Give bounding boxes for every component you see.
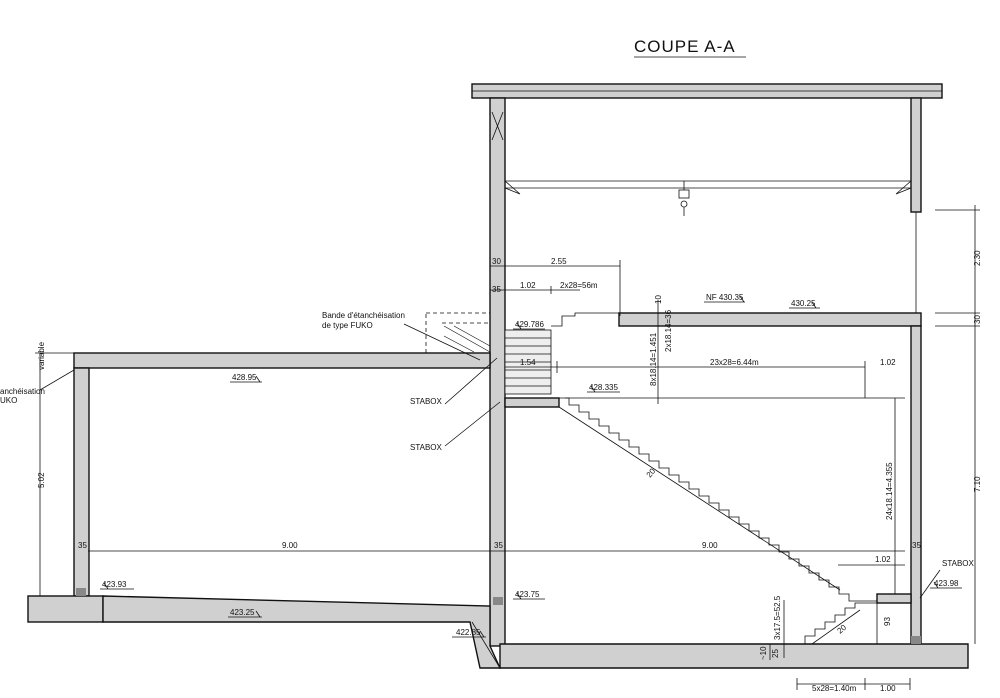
main-stair-soffit bbox=[558, 406, 841, 591]
level-basement-floor: 422.85 bbox=[456, 628, 481, 637]
main-stair-steps bbox=[559, 397, 881, 602]
left-cut-variable: variable bbox=[37, 341, 46, 370]
leader-lines bbox=[39, 323, 941, 599]
left-cut-label-line1: anchéisation bbox=[0, 387, 45, 396]
parapet-outline bbox=[425, 312, 491, 354]
footing-markers bbox=[76, 588, 921, 644]
dim-710: 7.10 bbox=[973, 476, 982, 492]
dim-10-low: ~10 bbox=[759, 646, 768, 660]
dim-102-mid: 1.02 bbox=[880, 358, 896, 367]
dim-102-low: 1.02 bbox=[875, 555, 891, 564]
dim-255: 2.55 bbox=[551, 257, 567, 266]
parapet-hatch bbox=[443, 325, 491, 353]
level-floor-right: 430.25 bbox=[791, 299, 816, 308]
bottom-landing bbox=[876, 593, 912, 604]
stabox-upper-label: STABOX bbox=[410, 397, 443, 406]
bande-label-line2: de type FUKO bbox=[322, 321, 373, 330]
beam-bracket-left bbox=[504, 180, 521, 195]
stabox-right-label: STABOX bbox=[942, 559, 975, 568]
dim-35-right: 35 bbox=[912, 541, 921, 550]
dim-24x18: 24x18.14=4.355 bbox=[885, 462, 894, 520]
dim-900-right: 9.00 bbox=[702, 541, 718, 550]
dim-230: 2.30 bbox=[973, 250, 982, 266]
mid-landing-slab bbox=[504, 397, 560, 408]
left-cut-label-line2: UKO bbox=[0, 396, 17, 405]
dim-25: 25 bbox=[771, 649, 780, 658]
dim-102-top: 1.02 bbox=[520, 281, 536, 290]
level-nf: NF 430.35 bbox=[706, 293, 744, 302]
drawing-title: COUPE A-A bbox=[634, 37, 736, 56]
level-markers bbox=[100, 295, 962, 638]
level-garage-floor-left: 423.93 bbox=[102, 580, 127, 589]
garage-left-footing bbox=[27, 595, 104, 623]
dim-2x18: 2x18.14=36 bbox=[664, 309, 673, 352]
dim-30-right: 30 bbox=[973, 315, 982, 324]
lower-stair-steps bbox=[804, 602, 877, 644]
garage-roof-slab bbox=[73, 352, 491, 369]
level-garage-slope: 423.25 bbox=[230, 608, 255, 617]
dim-3x17: 3x17.5=52.5 bbox=[773, 595, 782, 640]
garage-floor-slab bbox=[102, 595, 502, 669]
dim-30-top: 30 bbox=[492, 257, 501, 266]
dimension-lines bbox=[35, 205, 980, 690]
basement-floor-slab bbox=[499, 643, 969, 669]
dim-154: 1.54 bbox=[520, 358, 536, 367]
lower-stair-soffit bbox=[811, 609, 861, 645]
dim-502: 5.02 bbox=[37, 472, 46, 488]
right-upper-post bbox=[910, 97, 922, 213]
garage-left-wall bbox=[73, 367, 90, 597]
basement-right-wall bbox=[910, 325, 922, 645]
stabox-lower-label: STABOX bbox=[410, 443, 443, 452]
level-upper-landing: 429.786 bbox=[515, 320, 544, 329]
bande-label-line1: Bande d'étanchéisation bbox=[322, 311, 405, 320]
central-wall bbox=[489, 97, 506, 647]
ground-step-left bbox=[471, 621, 501, 669]
dim-900-left: 9.00 bbox=[282, 541, 298, 550]
dim-35-top: 35 bbox=[492, 285, 501, 294]
upper-floor-slab bbox=[618, 312, 922, 327]
level-garage-floor-right: 423.75 bbox=[515, 590, 540, 599]
entry-stair bbox=[504, 312, 619, 395]
dim-8x18: 8x18.14=1.451 bbox=[649, 332, 658, 386]
dim-93: 93 bbox=[883, 617, 892, 626]
dim-23x28: 23x28=6.44m bbox=[710, 358, 759, 367]
dim-2x28: 2x28=56m bbox=[560, 281, 598, 290]
wall-cross-mark bbox=[491, 111, 504, 141]
dim-20-stair: 20 bbox=[645, 466, 658, 479]
dim-10: 10 bbox=[654, 295, 663, 304]
dim-35-mid: 35 bbox=[494, 541, 503, 550]
dim-100: 1.00 bbox=[880, 684, 896, 693]
dim-20-low: 20 bbox=[836, 623, 849, 636]
level-stair-bottom: 423.98 bbox=[934, 579, 959, 588]
dim-35-left: 35 bbox=[78, 541, 87, 550]
level-mid-landing: 428.335 bbox=[589, 383, 618, 392]
beam-bracket-right bbox=[895, 180, 912, 195]
level-roof-left: 428.95 bbox=[232, 373, 257, 382]
light-fixture-icon bbox=[678, 181, 690, 216]
dim-5x28: 5x28=1.40m bbox=[812, 684, 857, 693]
